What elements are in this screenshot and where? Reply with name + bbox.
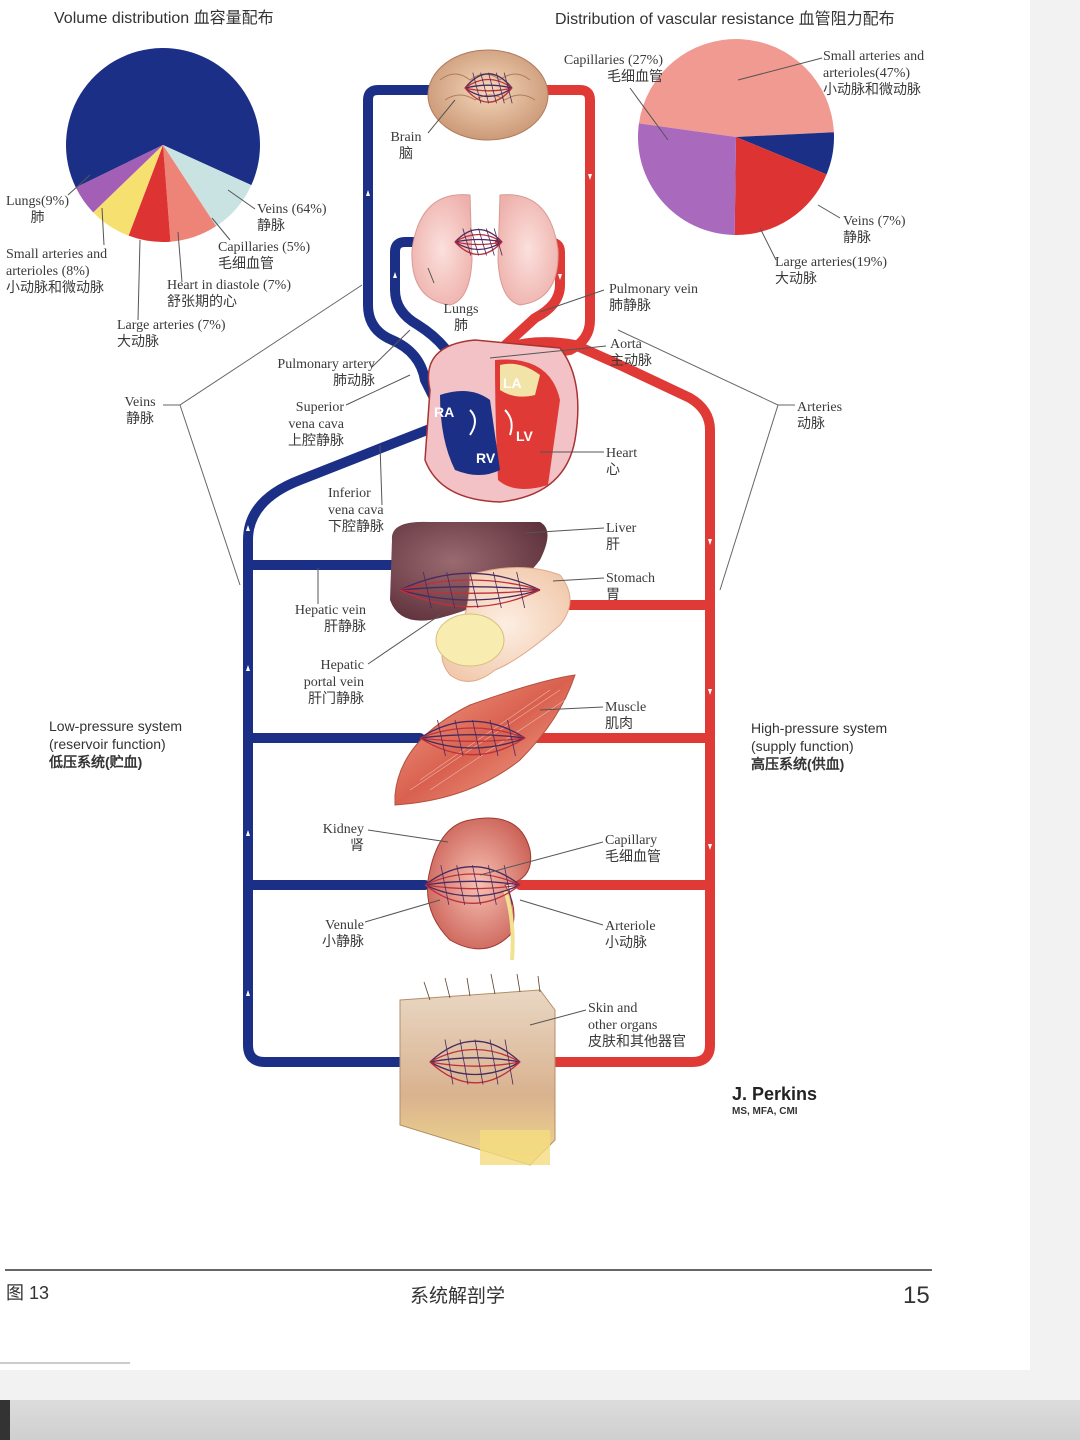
capillary-net — [399, 571, 541, 609]
illustrator-signature: J. Perkins — [732, 1084, 818, 1104]
kidney — [427, 817, 532, 961]
page-number: 15 — [903, 1282, 930, 1309]
pie2-label-veins: Veins (7%)静脉 — [843, 214, 906, 246]
chamber-ra: RA — [434, 404, 455, 420]
pie-slice-0 — [638, 38, 834, 137]
pie-slice-3 — [638, 123, 736, 235]
capillary-net — [429, 1039, 521, 1085]
pie1-label-large-arteries: Large arteries (7%)大动脉 — [117, 318, 226, 350]
pie-slice-4 — [93, 145, 163, 236]
brain — [427, 49, 549, 141]
pie-slice-0 — [65, 47, 261, 188]
flow-arrows — [246, 174, 712, 996]
resistance-distribution-title: Distribution of vascular resistance 血管阻力… — [555, 11, 895, 28]
page-edge-shadow — [0, 1400, 10, 1440]
pie-slice-2 — [163, 145, 217, 242]
capillary-net — [419, 719, 526, 757]
skin-block — [399, 973, 556, 1166]
capillary-net — [464, 72, 513, 104]
chamber-lv: LV — [516, 428, 533, 444]
pie-slice-5 — [75, 145, 163, 213]
pie-slice-2 — [734, 137, 827, 236]
venous-system — [243, 85, 480, 1067]
chamber-rv: RV — [476, 450, 496, 466]
lungs — [411, 194, 559, 306]
book-page: Volume distribution 血容量配布 Distribution o… — [0, 0, 1030, 1370]
bracket-lines — [163, 284, 795, 591]
capillary-net — [454, 228, 503, 256]
pie-leader-lines — [67, 57, 841, 321]
pie2-label-large-arteries: Large arteries(19%)大动脉 — [775, 255, 888, 287]
pie2-label-capillaries: Capillaries (27%)毛细血管 — [563, 53, 663, 85]
pie1-label-veins: Veins (64%)静脉 — [257, 202, 327, 234]
pie-slice-1 — [163, 145, 252, 227]
capillary-networks — [399, 72, 541, 1085]
pie-slice-3 — [128, 145, 171, 242]
vascular-resistance-pie — [638, 38, 834, 236]
pie-slice-1 — [736, 132, 834, 175]
high-pressure-system-label: High-pressure system(supply function)高压系… — [751, 720, 888, 772]
pie1-label-capillaries: Capillaries (5%)毛细血管 — [218, 240, 311, 272]
stomach — [435, 567, 571, 682]
illustrator-credentials: MS, MFA, CMI — [732, 1106, 798, 1117]
vena-cava-vessel — [243, 420, 445, 1067]
volume-distribution-title: Volume distribution 血容量配布 — [54, 10, 274, 27]
figure-number: 图 13 — [6, 1283, 50, 1303]
pie1-label-heart: Heart in diastole (7%)舒张期的心 — [167, 278, 292, 310]
low-pressure-system-label: Low-pressure system(reservoir function)低… — [49, 718, 183, 770]
brain-vein — [363, 85, 473, 415]
circulation-diagram — [0, 38, 932, 1364]
muscle — [394, 674, 576, 806]
chamber-la: LA — [503, 375, 522, 391]
liver — [390, 521, 548, 621]
capillary-net — [424, 865, 521, 905]
pie1-label-lungs: Lungs(9%)肺 — [6, 194, 69, 226]
next-page-edge — [0, 1400, 1080, 1440]
volume-distribution-pie — [65, 47, 261, 242]
book-title: 系统解剖学 — [410, 1286, 506, 1307]
label-leader-lines — [317, 99, 607, 1026]
heart — [424, 339, 579, 503]
